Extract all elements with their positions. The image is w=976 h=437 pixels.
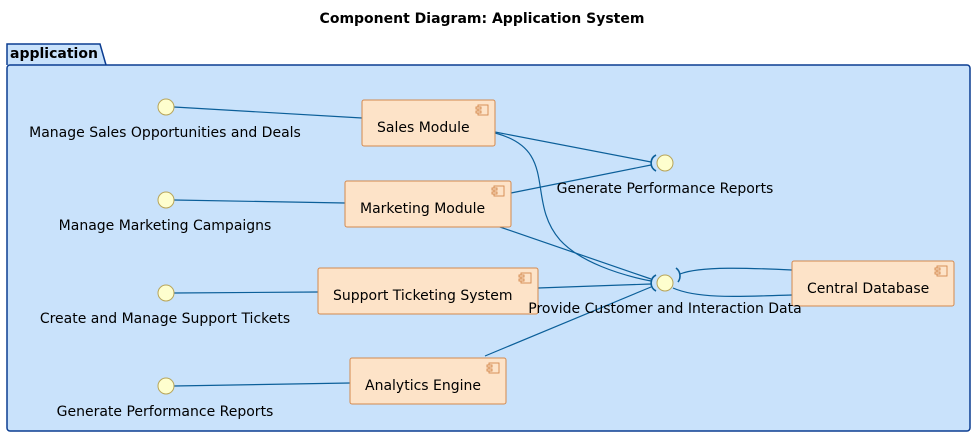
components: Sales Module Marketing Module Support Ti… xyxy=(317,99,955,405)
interface-circle-icon xyxy=(656,154,674,172)
edge-marketing-reports xyxy=(510,164,652,194)
shared-interfaces: Generate Performance Reports Provide Cus… xyxy=(528,154,802,317)
component-label: Marketing Module xyxy=(360,201,485,217)
interface-marketing-campaigns: Manage Marketing Campaigns xyxy=(59,191,272,234)
interface-circle-icon xyxy=(656,274,674,292)
interface-label: Manage Sales Opportunities and Deals xyxy=(29,125,301,141)
component-label: Analytics Engine xyxy=(365,378,481,394)
edge-sales-iface xyxy=(173,106,363,119)
component-icon xyxy=(934,265,948,277)
component-central-database[interactable]: Central Database xyxy=(791,260,955,307)
provided-interfaces: Manage Sales Opportunities and Deals Man… xyxy=(29,98,301,420)
package-body xyxy=(6,64,971,432)
interface-label: Provide Customer and Interaction Data xyxy=(528,301,801,317)
socket-icon xyxy=(650,154,657,172)
interface-sales-opportunities: Manage Sales Opportunities and Deals xyxy=(29,98,301,141)
component-analytics-engine[interactable]: Analytics Engine xyxy=(349,357,507,405)
package-name: application xyxy=(10,46,98,62)
component-support-ticketing-system[interactable]: Support Ticketing System xyxy=(317,267,539,315)
interface-generate-performance-reports: Generate Performance Reports xyxy=(557,154,774,197)
component-label: Sales Module xyxy=(377,120,470,136)
diagram-title: Component Diagram: Application System xyxy=(320,11,645,27)
component-box xyxy=(349,357,507,405)
socket-icon xyxy=(650,274,657,292)
interface-label: Create and Manage Support Tickets xyxy=(40,311,290,327)
component-icon xyxy=(486,362,500,374)
interface-circle-icon xyxy=(157,191,175,209)
component-label: Central Database xyxy=(807,281,929,297)
interface-performance-reports: Generate Performance Reports xyxy=(57,377,274,420)
edge-database-to-data xyxy=(672,287,793,298)
edge-sales-reports xyxy=(494,131,652,163)
component-box xyxy=(361,99,496,147)
edge-support-data xyxy=(537,283,652,289)
interface-label: Generate Performance Reports xyxy=(557,181,774,197)
package-application: application xyxy=(6,43,971,432)
edge-support-iface xyxy=(173,291,319,294)
package-tab xyxy=(6,43,107,66)
interface-circle-icon xyxy=(157,377,175,395)
component-marketing-module[interactable]: Marketing Module xyxy=(344,180,512,228)
component-icon xyxy=(491,185,505,197)
edge-database-provides xyxy=(679,267,793,275)
component-sales-module[interactable]: Sales Module xyxy=(361,99,496,147)
component-icon xyxy=(518,272,532,284)
edge-sales-data xyxy=(494,132,652,282)
interface-label: Generate Performance Reports xyxy=(57,404,274,420)
component-icon xyxy=(475,104,489,116)
component-label: Support Ticketing System xyxy=(333,288,513,304)
component-box xyxy=(344,180,512,228)
interface-customer-interaction-data: Provide Customer and Interaction Data xyxy=(528,267,802,317)
component-box xyxy=(791,260,955,307)
component-box xyxy=(317,267,539,315)
interface-label: Manage Marketing Campaigns xyxy=(59,218,272,234)
interface-circle-icon xyxy=(157,284,175,302)
edge-analytics-iface xyxy=(173,382,351,387)
edge-marketing-iface xyxy=(173,199,346,204)
interface-circle-icon xyxy=(157,98,175,116)
edge-marketing-data xyxy=(496,225,652,280)
socket-icon xyxy=(675,267,681,283)
connections xyxy=(173,106,793,387)
interface-support-tickets: Create and Manage Support Tickets xyxy=(40,284,290,327)
edge-analytics-data xyxy=(484,286,652,357)
